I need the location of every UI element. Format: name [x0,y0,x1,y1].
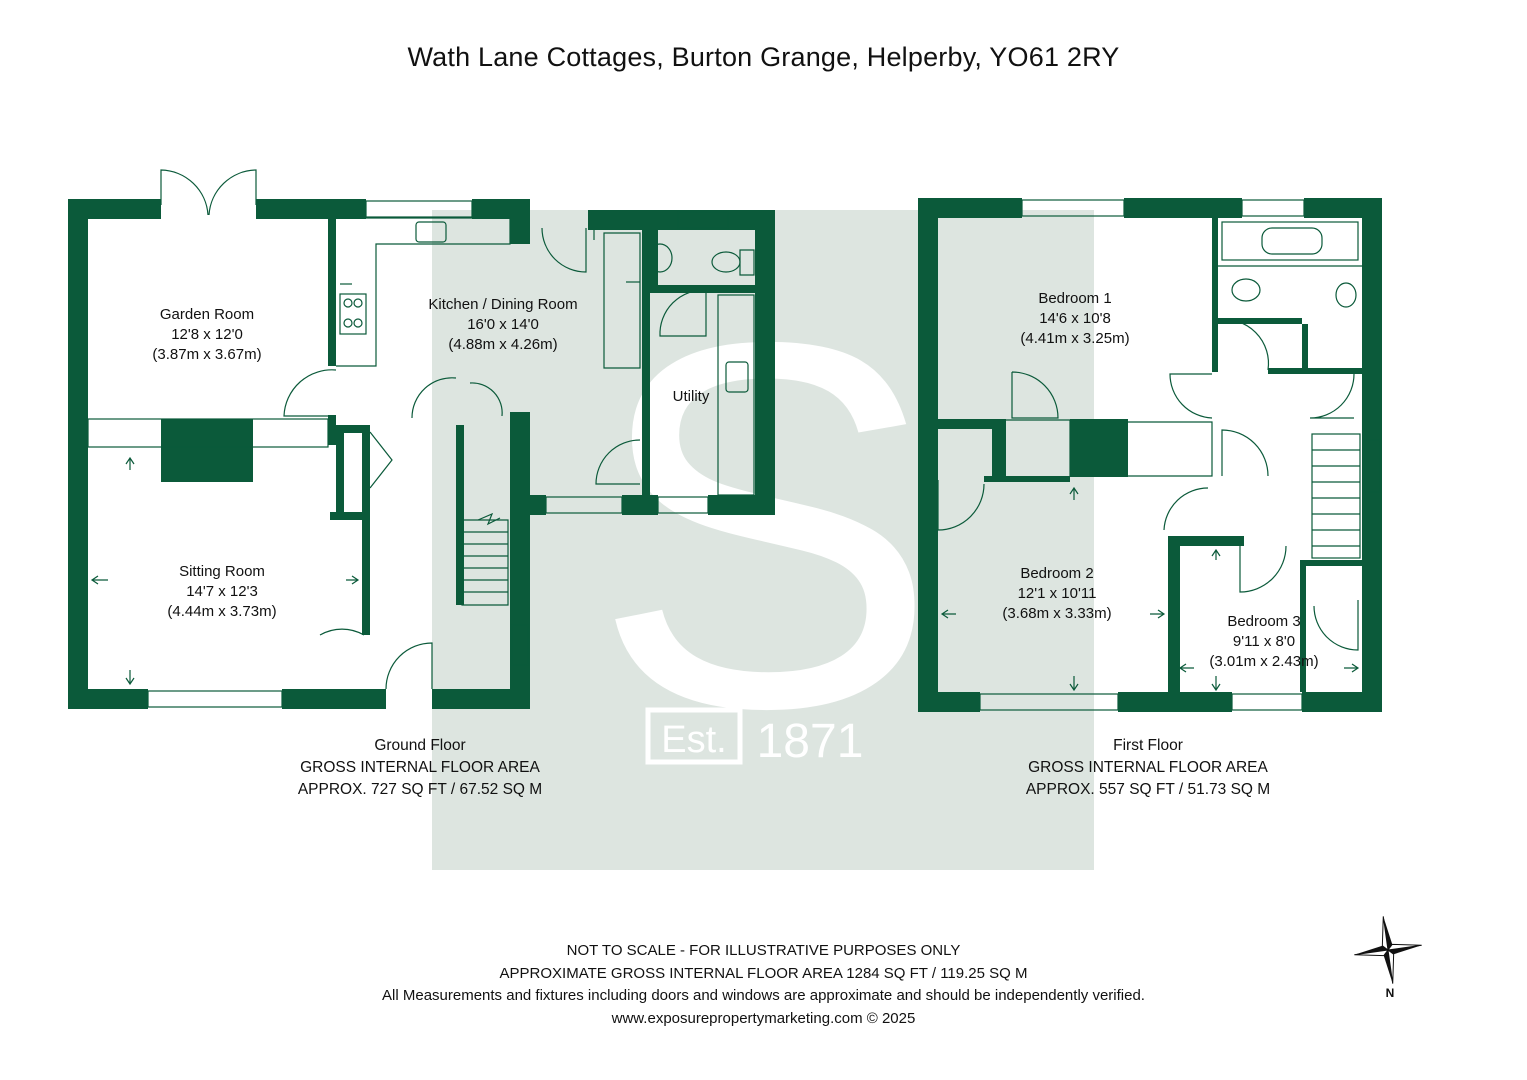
room-size-metric: (3.87m x 3.67m) [152,346,262,363]
floor-area-value: APPROX. 727 SQ FT / 67.52 SQ M [297,781,543,798]
floor-label-ground: Ground Floor GROSS INTERNAL FLOOR AREA A… [298,735,542,801]
room-size-imperial: 16'0 x 14'0 [467,316,539,333]
room-label-bedroom-3: Bedroom 3 9'11 x 8'0 (3.01m x 2.43m) [1209,612,1318,672]
room-name: Kitchen / Dining Room [428,296,578,313]
watermark-year: 1871 [757,715,864,768]
room-name: Bedroom 1 [1038,290,1112,307]
disclaimer-footer: NOT TO SCALE - FOR ILLUSTRATIVE PURPOSES… [0,940,1527,1030]
floor-name: First Floor [1113,737,1183,754]
floor-area-label: GROSS INTERNAL FLOOR AREA [300,759,540,776]
room-size-imperial: 12'1 x 10'11 [1017,585,1097,602]
compass-rose-icon: N [1352,915,1424,1010]
room-name: Bedroom 2 [1020,565,1094,582]
disclaimer-line: All Measurements and fixtures including … [382,987,1145,1004]
floor-area-value: APPROX. 557 SQ FT / 51.73 SQ M [1025,781,1271,798]
room-label-kitchen: Kitchen / Dining Room 16'0 x 14'0 (4.88m… [428,295,577,355]
room-label-sitting-room: Sitting Room 14'7 x 12'3 (4.44m x 3.73m) [167,562,276,622]
room-name: Utility [672,388,710,405]
website-line: www.exposurepropertymarketing.com © 2025 [611,1009,916,1027]
room-size-metric: (4.44m x 3.73m) [167,603,277,620]
watermark-est-box [645,707,743,765]
plan-title: Wath Lane Cottages, Burton Grange, Helpe… [407,42,1120,72]
room-size-imperial: 9'11 x 8'0 [1232,633,1296,650]
compass-north-label: N [1386,986,1395,1000]
first-floor-walls [918,198,1382,712]
room-size-imperial: 12'8 x 12'0 [171,326,243,343]
room-label-bedroom-1: Bedroom 1 14'6 x 10'8 (4.41m x 3.25m) [1020,289,1129,349]
first-floor-lines [937,199,1381,711]
room-size-metric: (4.88m x 4.26m) [448,336,558,353]
ground-floor-lines [87,169,755,708]
room-label-garden-room: Garden Room 12'8 x 12'0 (3.87m x 3.67m) [152,305,261,365]
room-size-metric: (3.01m x 2.43m) [1209,653,1319,670]
floor-area-label: GROSS INTERNAL FLOOR AREA [1028,759,1268,776]
room-size-imperial: 14'7 x 12'3 [186,583,258,600]
floor-name: Ground Floor [374,737,466,754]
floor-label-first: First Floor GROSS INTERNAL FLOOR AREA AP… [1026,735,1270,801]
watermark-est: Est. [661,719,726,761]
room-label-utility: Utility [673,387,710,407]
room-size-metric: (3.68m x 3.33m) [1002,605,1112,622]
disclaimer-line: NOT TO SCALE - FOR ILLUSTRATIVE PURPOSES… [566,942,961,959]
room-name: Bedroom 3 [1227,613,1301,630]
room-name: Sitting Room [179,563,265,580]
room-size-imperial: 14'6 x 10'8 [1039,310,1111,327]
disclaimer-line: APPROXIMATE GROSS INTERNAL FLOOR AREA 12… [499,964,1028,982]
room-label-bedroom-2: Bedroom 2 12'1 x 10'11 (3.68m x 3.33m) [1002,564,1111,624]
room-size-metric: (4.41m x 3.25m) [1020,330,1130,347]
room-name: Garden Room [159,306,255,323]
ground-floor-walls [68,199,775,709]
